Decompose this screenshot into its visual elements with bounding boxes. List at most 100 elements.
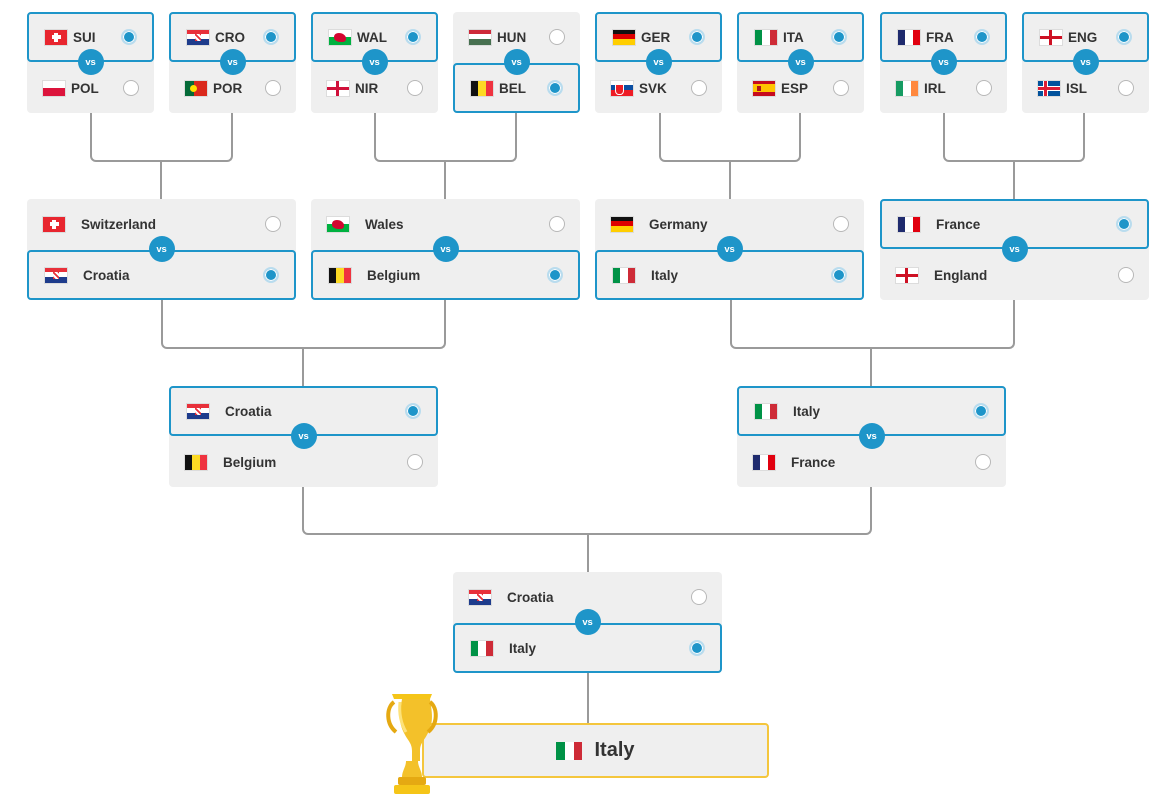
radio-unselected[interactable] <box>1118 267 1134 283</box>
flag-fra-icon <box>898 29 920 45</box>
team-option-nir[interactable]: NIR <box>311 63 438 113</box>
connector <box>587 672 589 723</box>
flag-sui-icon <box>43 216 65 232</box>
radio-selected[interactable] <box>831 29 847 45</box>
vs-badge: vs <box>290 423 317 449</box>
team-label: Germany <box>649 216 708 232</box>
team-option-wales[interactable]: Wales <box>311 199 580 249</box>
radio-selected[interactable] <box>973 403 989 419</box>
radio-selected[interactable] <box>1116 29 1132 45</box>
radio-unselected[interactable] <box>975 454 991 470</box>
flag-ita-icon <box>471 640 493 656</box>
flag-cro-icon <box>469 589 491 605</box>
connector <box>1013 161 1015 199</box>
radio-unselected[interactable] <box>833 216 849 232</box>
radio-unselected[interactable] <box>407 454 423 470</box>
team-option-svk[interactable]: SVK <box>595 63 722 113</box>
vs-badge: vs <box>503 49 530 75</box>
radio-selected[interactable] <box>689 29 705 45</box>
radio-selected[interactable] <box>1116 216 1132 232</box>
team-option-hun[interactable]: HUN <box>453 12 580 62</box>
vs-badge: vs <box>645 49 672 75</box>
flag-nir-icon <box>327 80 349 96</box>
team-option-france[interactable]: France <box>880 199 1149 249</box>
team-label: Croatia <box>225 403 272 419</box>
team-option-france[interactable]: France <box>737 437 1006 487</box>
radio-unselected[interactable] <box>976 80 992 96</box>
radio-unselected[interactable] <box>549 29 565 45</box>
team-label: Belgium <box>367 267 421 283</box>
flag-eng-icon <box>1040 29 1062 45</box>
vs-badge: vs <box>77 49 104 75</box>
connector <box>374 112 517 162</box>
team-option-switzerland[interactable]: Switzerland <box>27 199 296 249</box>
flag-irl-icon <box>896 80 918 96</box>
team-label: France <box>791 454 836 470</box>
flag-wal-icon <box>329 29 351 45</box>
flag-ger-icon <box>613 29 635 45</box>
vs-badge: vs <box>930 49 957 75</box>
radio-unselected[interactable] <box>833 80 849 96</box>
radio-unselected[interactable] <box>691 80 707 96</box>
team-option-irl[interactable]: IRL <box>880 63 1007 113</box>
radio-unselected[interactable] <box>265 216 281 232</box>
connector <box>943 112 1085 162</box>
radio-selected[interactable] <box>689 640 705 656</box>
radio-selected[interactable] <box>547 267 563 283</box>
radio-selected[interactable] <box>831 267 847 283</box>
radio-unselected[interactable] <box>1118 80 1134 96</box>
radio-unselected[interactable] <box>407 80 423 96</box>
team-option-pol[interactable]: POL <box>27 63 154 113</box>
radio-unselected[interactable] <box>549 216 565 232</box>
team-label: BEL <box>499 80 526 96</box>
connector <box>302 348 304 386</box>
radio-selected[interactable] <box>974 29 990 45</box>
connector <box>730 299 1015 349</box>
team-option-isl[interactable]: ISL <box>1022 63 1149 113</box>
team-label: POR <box>213 80 243 96</box>
flag-svk-icon <box>611 80 633 96</box>
team-label: France <box>936 216 981 232</box>
team-option-fra[interactable]: FRA <box>880 12 1007 62</box>
radio-selected[interactable] <box>121 29 137 45</box>
flag-fra-icon <box>753 454 775 470</box>
flag-ger-icon <box>611 216 633 232</box>
connector <box>587 534 589 572</box>
vs-badge: vs <box>858 423 885 449</box>
vs-badge: vs <box>787 49 814 75</box>
team-label: Switzerland <box>81 216 157 232</box>
team-option-croatia[interactable]: Croatia <box>27 250 296 300</box>
team-label: HUN <box>497 29 527 45</box>
team-label: CRO <box>215 29 245 45</box>
radio-unselected[interactable] <box>265 80 281 96</box>
flag-bel-icon <box>185 454 207 470</box>
flag-por-icon <box>185 80 207 96</box>
team-option-germany[interactable]: Germany <box>595 199 864 249</box>
team-option-england[interactable]: England <box>880 250 1149 300</box>
connector <box>90 112 233 162</box>
team-option-belgium[interactable]: Belgium <box>169 437 438 487</box>
connector <box>444 161 446 199</box>
radio-unselected[interactable] <box>691 589 707 605</box>
team-option-cro[interactable]: CRO <box>169 12 296 62</box>
flag-bel-icon <box>329 267 351 283</box>
team-label: England <box>934 267 988 283</box>
radio-selected[interactable] <box>263 29 279 45</box>
team-option-esp[interactable]: ESP <box>737 63 864 113</box>
team-option-por[interactable]: POR <box>169 63 296 113</box>
radio-unselected[interactable] <box>123 80 139 96</box>
team-option-croatia[interactable]: Croatia <box>453 572 722 622</box>
team-label: Italy <box>651 267 679 283</box>
radio-selected[interactable] <box>547 80 563 96</box>
radio-selected[interactable] <box>405 403 421 419</box>
flag-bel-icon <box>471 80 493 96</box>
radio-selected[interactable] <box>405 29 421 45</box>
champion-flag-icon <box>556 741 583 760</box>
radio-selected[interactable] <box>263 267 279 283</box>
